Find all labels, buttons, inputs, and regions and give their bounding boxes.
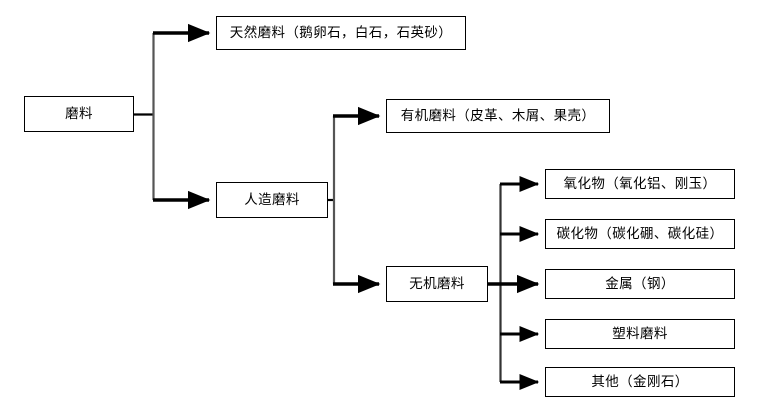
node-organic-abrasive[interactable]: 有机磨料（皮革、木屑、果壳）: [386, 99, 610, 133]
node-plastic-abrasive-label: 塑料磨料: [612, 325, 668, 341]
node-artificial-abrasive-label: 人造磨料: [244, 191, 300, 207]
node-metal[interactable]: 金属（钢）: [545, 269, 735, 299]
node-inorganic-abrasive-label: 无机磨料: [409, 275, 465, 291]
node-other[interactable]: 其他（金刚石）: [545, 367, 735, 397]
node-natural-abrasive-label: 天然磨料（鹅卵石，白石，石英砂）: [229, 24, 453, 40]
edge-artificial-to-level2: [328, 106, 381, 294]
node-artificial-abrasive[interactable]: 人造磨料: [216, 182, 328, 218]
node-organic-abrasive-label: 有机磨料（皮革、木屑、果壳）: [400, 107, 596, 123]
node-carbide-label: 碳化物（碳化硼、碳化硅）: [556, 225, 724, 241]
node-metal-label: 金属（钢）: [605, 275, 675, 291]
edge-inorganic-to-level3: [484, 175, 540, 391]
node-oxide-label: 氧化物（氧化铝、刚玉）: [563, 175, 717, 191]
node-carbide[interactable]: 碳化物（碳化硼、碳化硅）: [545, 219, 735, 249]
node-other-label: 其他（金刚石）: [591, 373, 689, 389]
node-root[interactable]: 磨料: [24, 96, 134, 132]
edge-root-to-level1: [134, 23, 211, 210]
node-oxide[interactable]: 氧化物（氧化铝、刚玉）: [545, 169, 735, 199]
node-natural-abrasive[interactable]: 天然磨料（鹅卵石，白石，石英砂）: [216, 16, 466, 50]
node-root-label: 磨料: [65, 105, 93, 121]
node-plastic-abrasive[interactable]: 塑料磨料: [545, 319, 735, 349]
node-inorganic-abrasive[interactable]: 无机磨料: [386, 266, 488, 302]
